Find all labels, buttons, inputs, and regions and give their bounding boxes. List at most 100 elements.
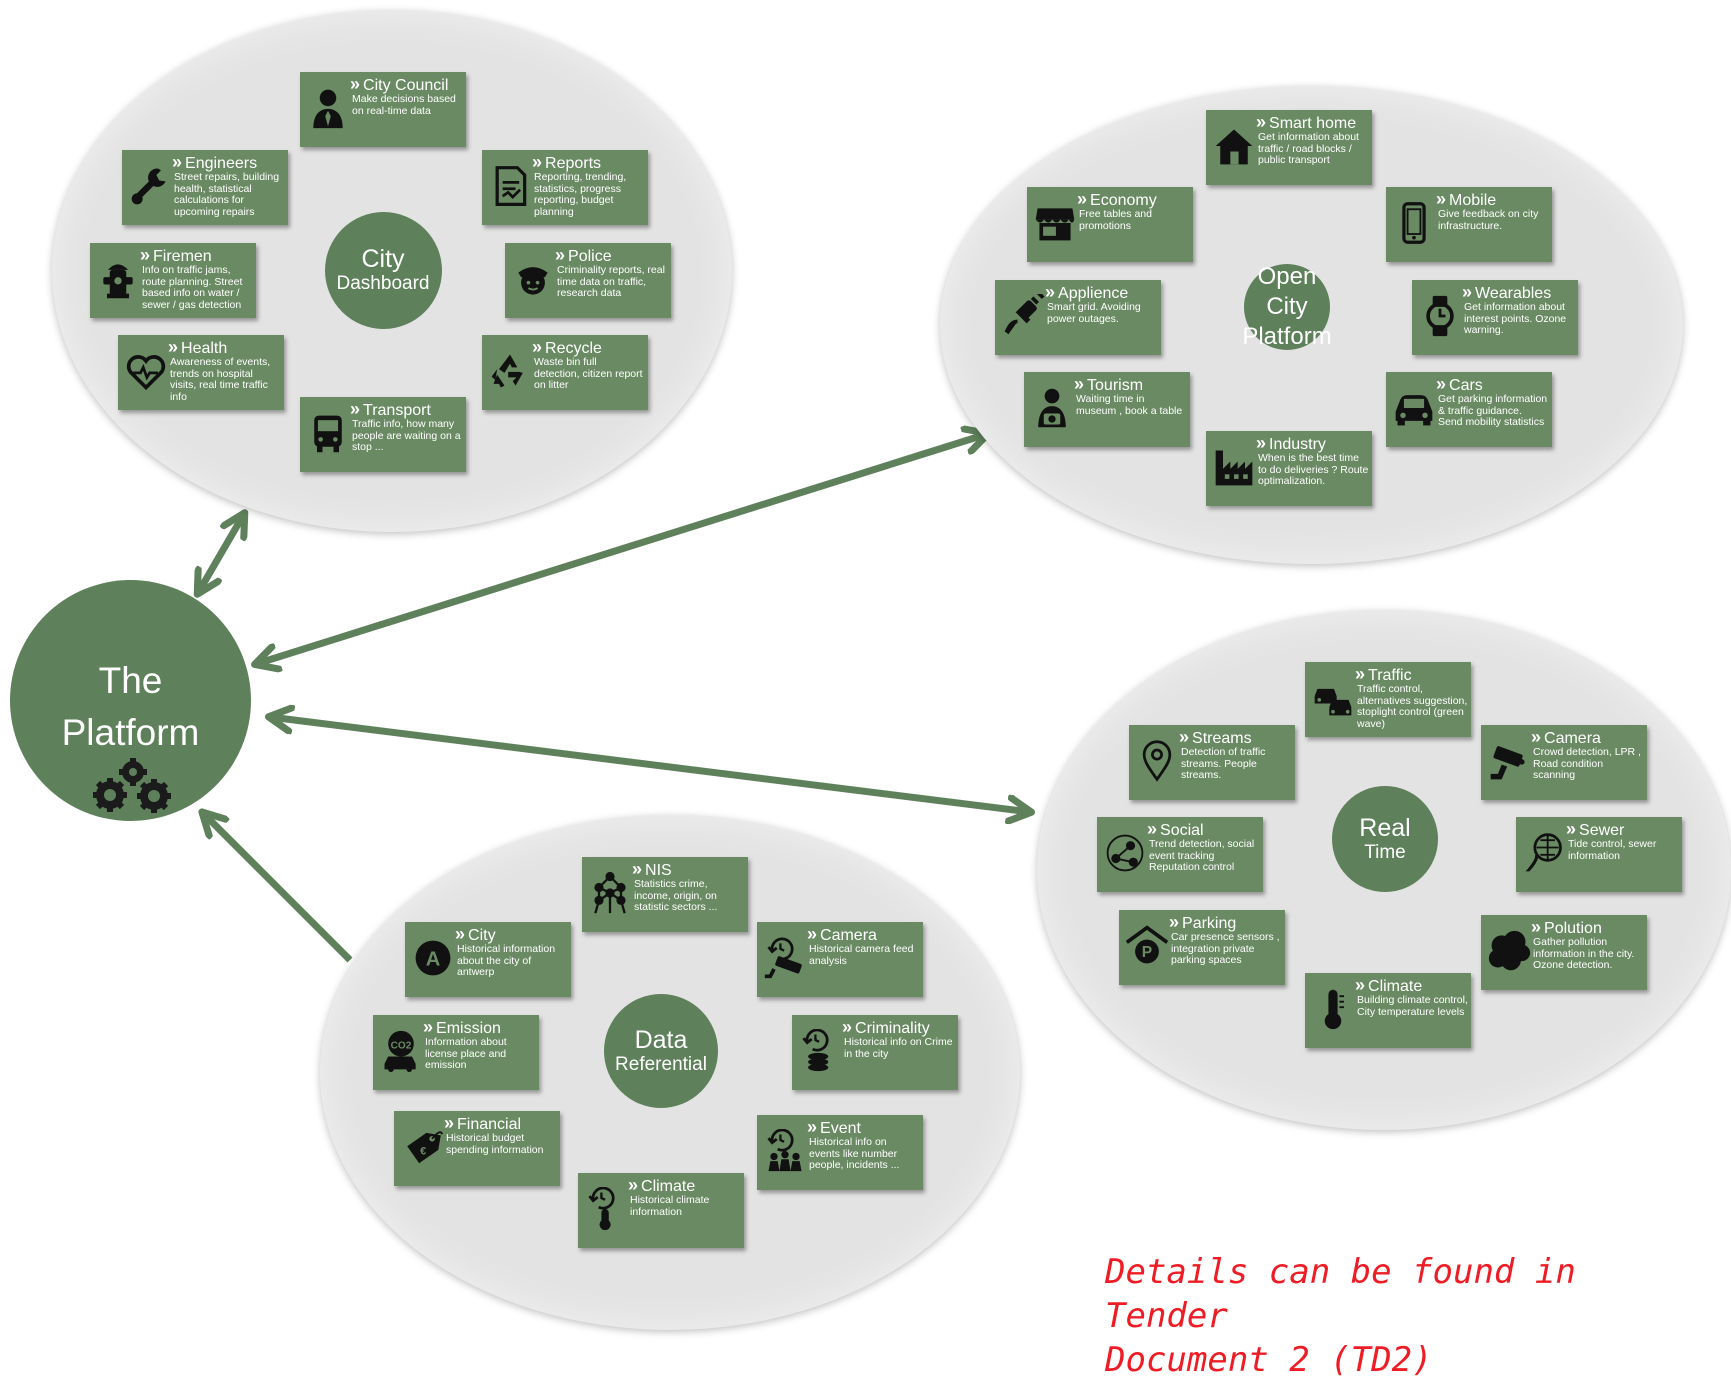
history-camera-icon [761,934,809,982]
card-description: Information about license place and emis… [425,1036,507,1071]
city-a-icon: A [409,934,457,982]
details-note: Details can be found in Tender Document … [1105,1250,1705,1382]
card-description: Historical info on Crime in the city [844,1036,953,1060]
card-description: Historical info on events like number pe… [809,1136,900,1171]
hub-label: Dashboard [336,273,430,295]
atomium-icon [586,869,634,917]
card-title: Streams [1179,727,1293,748]
parking-icon: P [1123,922,1171,970]
svg-text:CO2: CO2 [391,1040,412,1051]
card-description: Free tables and promotions [1079,208,1152,232]
heart-icon [122,347,170,395]
card-description: Info on traffic jams, route planning. St… [142,264,243,311]
report-icon [486,162,534,210]
card-title: Financial [444,1113,558,1134]
card-title: Tourism [1074,374,1188,395]
card-title: Recycle [532,337,646,358]
the-platform-node[interactable]: The Platform [10,580,251,821]
card-description: Historical budget spending information [446,1132,544,1156]
card-description: Detection of traffic streams. People str… [1181,746,1266,781]
card-title: Firemen [140,245,254,266]
location-pin-icon [1133,737,1181,785]
card-description: Car presence sensors , integration priva… [1171,931,1280,966]
bus-icon [304,409,352,457]
hub-label: City [361,244,405,273]
card-description: Traffic control, alternatives suggestion… [1357,683,1468,730]
card-title: Smart home [1256,112,1370,133]
card-description: Trend detection, social event tracking R… [1149,838,1255,873]
card-description: Get information about traffic / road blo… [1258,131,1359,166]
card-title: NIS [632,859,746,880]
card-description: Historical camera feed analysis [809,943,914,967]
tourist-icon [1028,384,1076,432]
gears-icon [93,758,171,813]
card-title: Sewer [1566,819,1680,840]
card-description: Historical information about the city of… [457,943,556,978]
card-description: Traffic info, how many people are waitin… [352,418,461,453]
hub-label: City [1266,293,1308,320]
card-title: Parking [1169,912,1283,933]
card-description: Get parking information & traffic guidan… [1438,393,1548,428]
card-description: Historical climate information [630,1194,710,1218]
svg-text:€: € [420,1145,426,1157]
card-description: Criminality reports, real time data on t… [557,264,665,299]
card-parking[interactable]: PParkingCar presence sensors , integrati… [1119,910,1285,985]
wrench-icon [126,162,174,210]
hub-label: Data [634,1025,688,1054]
card-description: Reporting, trending, statistics, progres… [534,171,627,218]
social-icon [1101,829,1149,877]
card-description: Make decisions based on real-time data [352,93,456,117]
card-title: Reports [532,152,646,173]
card-title: Transport [350,399,464,420]
card-description: Get information about interest points. O… [1464,301,1567,336]
hydrant-icon [94,255,142,303]
card-title: City [455,924,569,945]
card-description: Waiting time in museum , book a table [1076,393,1183,417]
card-description: When is the best time to do deliveries ?… [1258,452,1369,487]
co2-icon: CO2 [377,1027,425,1075]
svg-text:A: A [426,948,441,970]
platform-title-line1: The [98,660,163,701]
price-tag-icon: € [398,1123,446,1171]
card-title: Emission [423,1017,537,1038]
watch-icon [1416,292,1464,340]
card-description: Smart grid. Avoiding power outages. [1047,301,1141,325]
shop-icon [1031,199,1079,247]
link-platform-real-time [270,717,1030,812]
